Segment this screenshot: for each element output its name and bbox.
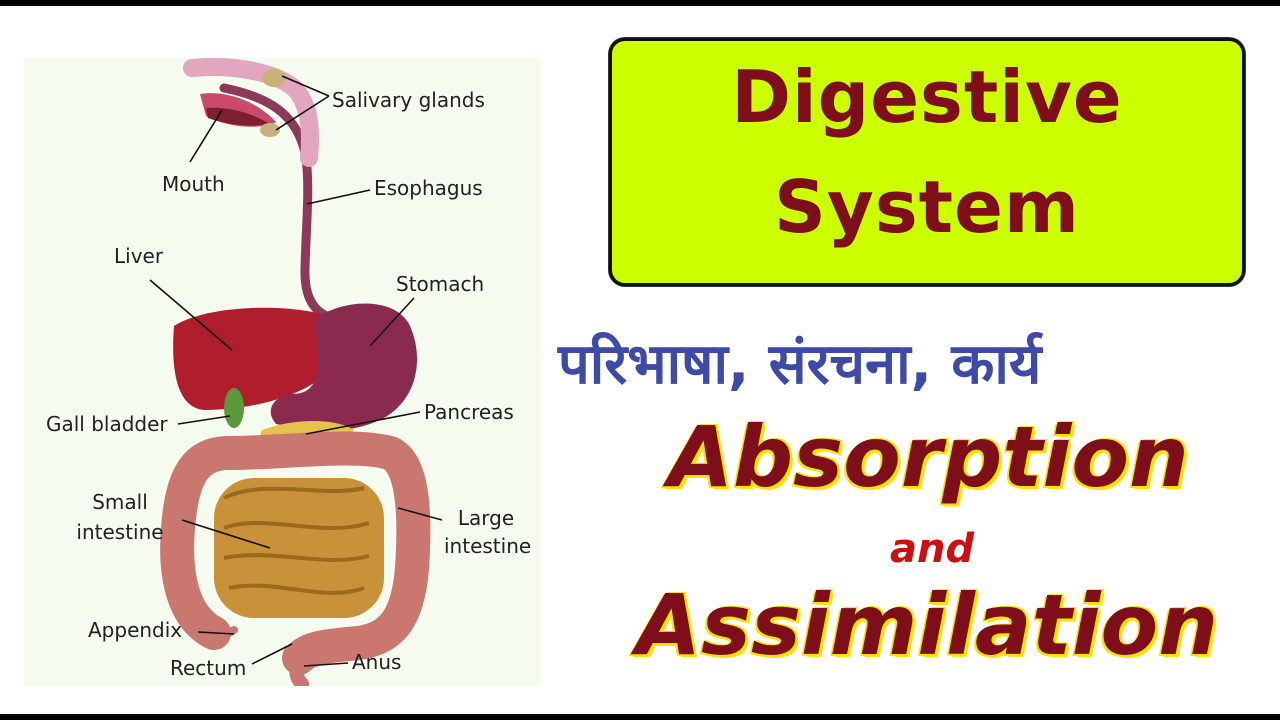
title-line-digestive: Digestive	[731, 55, 1123, 139]
leader-appendix	[197, 631, 235, 635]
title-line-system: System	[774, 165, 1080, 249]
leader-salivary-lower	[275, 95, 330, 131]
leader-anus	[303, 662, 349, 667]
label-stomach: Stomach	[396, 272, 485, 296]
appendix-organ	[205, 624, 238, 639]
label-esophagus: Esophagus	[374, 176, 483, 200]
digestive-system-diagram: Salivary glands Mouth Esophagus Liver St…	[24, 58, 542, 686]
label-liver: Liver	[114, 244, 164, 268]
label-large-intestine-line1: Large	[457, 506, 515, 530]
leader-rectum	[251, 643, 293, 665]
small-intestine-organ	[214, 478, 384, 618]
leader-salivary-upper	[281, 75, 330, 97]
gall-bladder-organ	[224, 388, 244, 428]
salivary-gland-upper	[262, 69, 286, 87]
small-intestine-coils	[223, 486, 370, 595]
topic-and: and	[890, 526, 975, 572]
label-appendix: Appendix	[88, 618, 183, 642]
leader-liver	[149, 279, 233, 351]
pharynx-organ	[183, 58, 320, 167]
label-gall-bladder: Gall bladder	[46, 412, 168, 436]
large-intestine-organ	[160, 431, 431, 675]
topic-assimilation: Assimilation	[636, 576, 1219, 674]
leader-mouth	[189, 109, 223, 163]
leader-large-intestine	[397, 507, 443, 521]
thumbnail-canvas: Salivary glands Mouth Esophagus Liver St…	[0, 6, 1280, 714]
label-small-intestine-line1: Small	[92, 490, 148, 514]
label-mouth: Mouth	[162, 172, 225, 196]
label-salivary-glands: Salivary glands	[332, 88, 485, 112]
leader-gall-bladder	[177, 415, 231, 425]
leader-small-intestine	[181, 519, 271, 549]
topic-absorption: Absorption	[668, 408, 1189, 506]
liver-organ	[173, 307, 340, 410]
salivary-gland-lower	[260, 123, 280, 137]
leader-pancreas	[305, 411, 421, 435]
label-anus: Anus	[352, 650, 402, 674]
leader-esophagus	[306, 189, 371, 205]
esophagus-organ	[219, 83, 349, 325]
leader-stomach	[369, 297, 415, 347]
label-rectum: Rectum	[170, 656, 247, 680]
tongue-organ	[206, 107, 270, 126]
organs-illustration	[149, 58, 443, 686]
hindi-subtitle: परिभाषा, संरचना, कार्य	[558, 332, 1042, 397]
title-box: Digestive System	[609, 38, 1245, 286]
label-pancreas: Pancreas	[424, 400, 514, 424]
label-large-intestine-line2: intestine	[444, 534, 532, 558]
label-small-intestine-line2: intestine	[76, 520, 164, 544]
rectum-organ	[289, 651, 309, 686]
